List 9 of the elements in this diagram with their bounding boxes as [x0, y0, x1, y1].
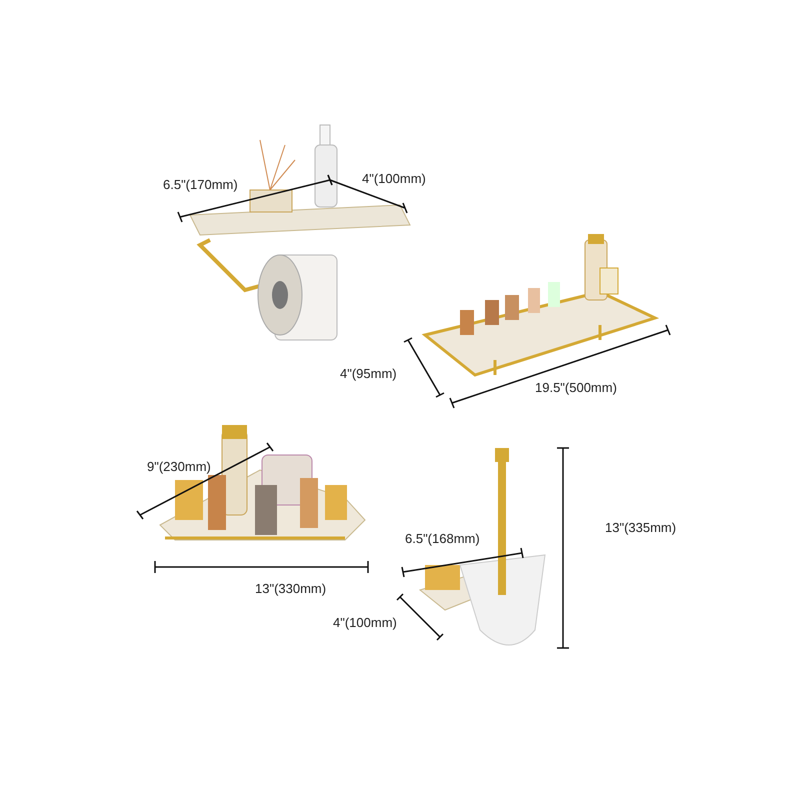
dimension-label: 4"(100mm) — [333, 615, 397, 630]
dimension-label: 4"(95mm) — [340, 366, 397, 381]
dimension-label: 6.5"(168mm) — [405, 531, 480, 546]
dimension-label: 13"(335mm) — [605, 520, 676, 535]
dimension-label: 13"(330mm) — [255, 581, 326, 596]
dimension-label: 19.5"(500mm) — [535, 380, 617, 395]
dimension-label: 4"(100mm) — [362, 171, 426, 186]
dimension-label: 6.5"(170mm) — [163, 177, 238, 192]
dimension-label: 9"(230mm) — [147, 459, 211, 474]
